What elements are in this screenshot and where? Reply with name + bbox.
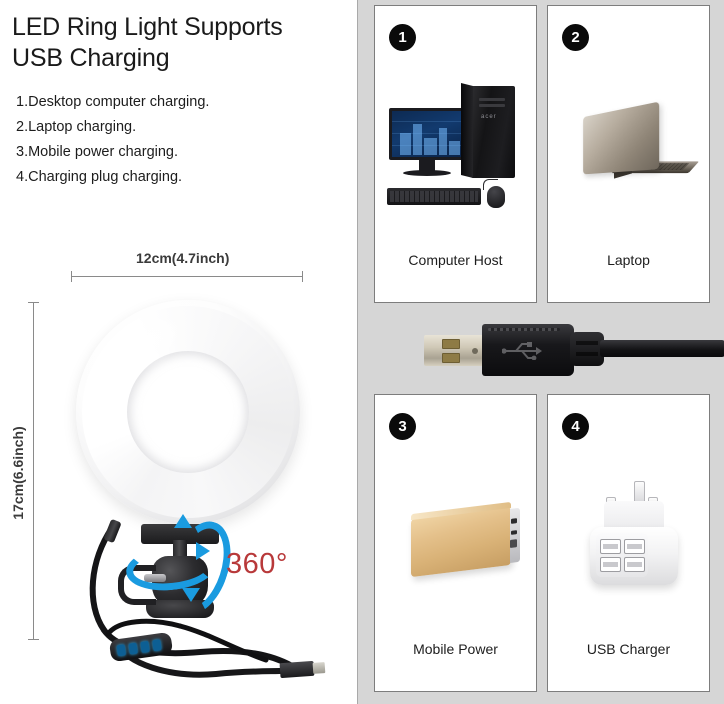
usb-plastic-housing: [482, 324, 574, 376]
mouse-icon: [487, 186, 505, 208]
ring-light-product-image: [76, 297, 300, 524]
tightening-knob: [118, 565, 156, 605]
panel-label: Mobile Power: [413, 641, 498, 657]
keyboard-icon: [387, 188, 481, 205]
list-item: 1.Desktop computer charging.: [16, 94, 210, 110]
power-bank-icon: [375, 455, 536, 630]
monitor-foot: [403, 170, 451, 176]
arrow-tip-up-icon: [174, 514, 192, 528]
usb-contact: [442, 353, 460, 363]
ring-light-inner-hole: [127, 351, 249, 473]
panel-label: Computer Host: [408, 252, 503, 268]
panel-badge: 3: [389, 413, 416, 440]
usb-contact: [442, 339, 460, 349]
height-dimension-line: [28, 302, 39, 640]
list-item: 4.Charging plug charging.: [16, 169, 183, 185]
rotation-arrows-icon: [123, 513, 248, 623]
power-bank-top-edge: [411, 501, 511, 521]
laptop-lid: [583, 101, 660, 175]
title-line-2: USB Charging: [12, 44, 170, 72]
panel-label: Laptop: [607, 252, 650, 268]
list-item: 2.Laptop charging.: [16, 119, 137, 135]
indicator-light: [152, 639, 162, 652]
indicator-light: [128, 642, 138, 655]
power-bank-port: [511, 530, 517, 535]
right-column: 1 acer: [357, 0, 724, 704]
indicator-light: [116, 644, 126, 657]
usb-retention-hole: [472, 348, 478, 354]
power-bank-port-side: [510, 507, 520, 563]
panel-mobile-power: 3 Mobile Power: [374, 394, 537, 692]
monitor-screen: [392, 111, 464, 157]
power-bank-body: [411, 501, 520, 578]
height-dimension-label: 17cm(6.6inch): [10, 426, 26, 520]
power-bank-usb-port: [510, 539, 517, 548]
indicator-light: [140, 640, 150, 653]
width-dimension-label: 12cm(4.7inch): [136, 250, 230, 266]
width-dimension-line: [71, 271, 303, 282]
remote-indicator-lights: [116, 639, 162, 657]
usb-wall-charger-icon: CE: [548, 455, 709, 630]
charger-usb-port: [600, 557, 621, 572]
panel-badge: 4: [562, 413, 589, 440]
laptop-icon: [548, 66, 709, 241]
desktop-computer-icon: acer: [375, 66, 536, 241]
mouse-cable: [483, 179, 498, 190]
panel-label: USB Charger: [586, 641, 671, 657]
left-column: LED Ring Light Supports USB Charging 1.D…: [0, 0, 357, 704]
usb-type-a-connector-icon: [424, 318, 724, 380]
cable-usb-plug: [279, 660, 315, 679]
panel-usb-charger: 4 CE USB Charger: [547, 394, 710, 692]
mount-plate: [141, 524, 219, 544]
panel-badge: 2: [562, 24, 589, 51]
usb-strain-relief: [570, 332, 604, 366]
ball-head-base: [146, 600, 214, 618]
feature-list: 1.Desktop computer charging. 2.Laptop ch…: [16, 90, 346, 190]
charger-usb-port: [624, 539, 645, 554]
panel-laptop: 2 Laptop: [547, 5, 710, 303]
monitor-stand: [419, 160, 435, 172]
panel-computer-host: 1 acer: [374, 5, 537, 303]
arrow-tip-right-icon: [196, 542, 210, 560]
arrow-tip-down-icon: [182, 588, 200, 602]
usb-metal-shell: [424, 335, 486, 366]
title-line-1: LED Ring Light Supports: [12, 13, 283, 41]
list-item: 3.Mobile power charging.: [16, 144, 179, 160]
charger-usb-port: [624, 557, 645, 572]
power-bank-port: [511, 518, 517, 524]
charger-usb-port: [600, 539, 621, 554]
usb-cable: [600, 340, 724, 357]
tightening-knob-pin: [144, 574, 166, 582]
monitor-icon: [389, 108, 467, 160]
panel-badge: 1: [389, 24, 416, 51]
usb-logo-icon: [502, 342, 542, 360]
rotation-degree-label: 360°: [226, 548, 288, 580]
pc-tower-icon: acer: [461, 83, 515, 178]
page-title: LED Ring Light Supports USB Charging: [12, 12, 347, 74]
